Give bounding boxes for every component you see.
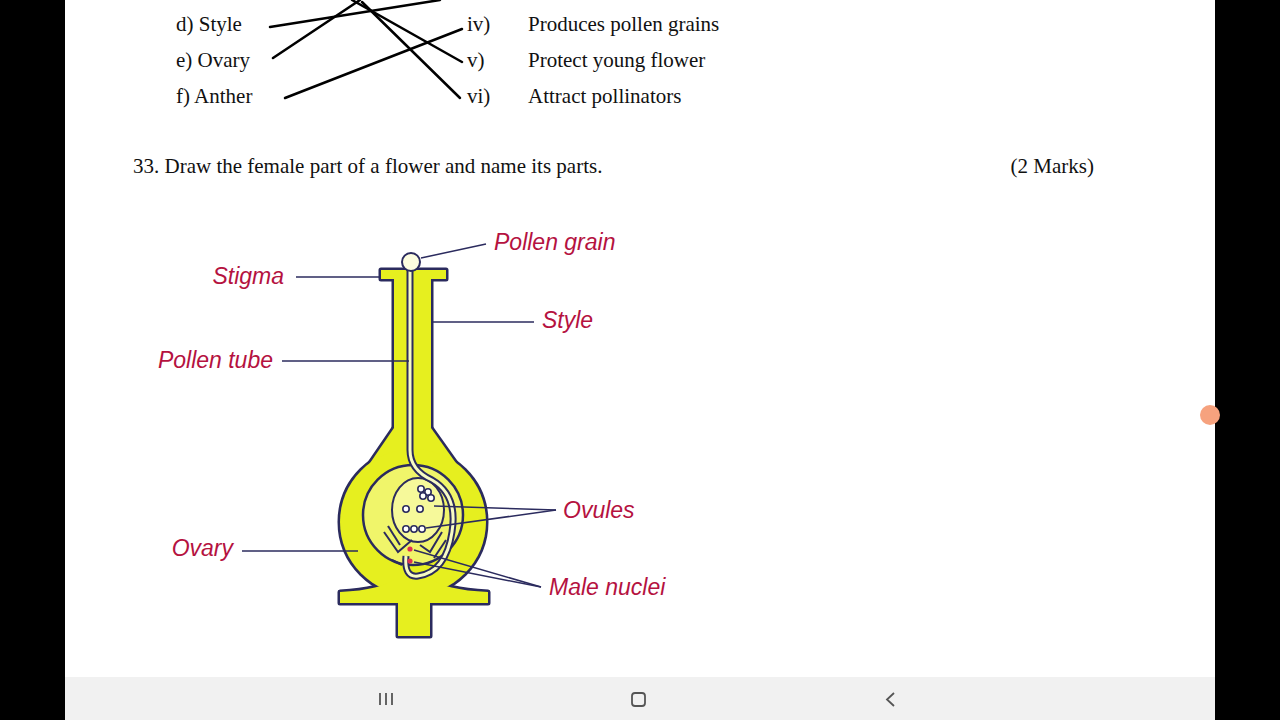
scroll-marker: [1200, 405, 1220, 425]
ovule-body: [392, 478, 444, 542]
leader-lines: [242, 244, 556, 587]
match-item: f) Anther: [176, 84, 252, 108]
match-item: d) Style: [176, 12, 242, 36]
male-nuclei: [407, 546, 412, 563]
match-item: e) Ovary: [176, 48, 250, 72]
pollen-grain: [402, 253, 420, 271]
matching-lines: [270, 0, 462, 98]
part-label: Stigma: [212, 263, 284, 289]
question-text: 33. Draw the female part of a flower and…: [133, 154, 602, 178]
paper: [65, 0, 1215, 720]
ovules: [403, 486, 434, 532]
pollen-tube: [406, 266, 453, 576]
nav-icons: [380, 693, 894, 706]
pollen-tube-core: [406, 266, 453, 576]
part-label: Male nuclei: [549, 574, 665, 600]
funicle: [384, 526, 448, 565]
pistil-fill: [340, 270, 488, 636]
match-answer: Produces pollen grains: [528, 12, 719, 36]
part-label: Style: [542, 307, 593, 333]
item-number: vi): [467, 84, 490, 108]
part-label: Ovules: [563, 497, 635, 523]
match-answer: Attract pollinators: [528, 84, 681, 108]
marks-note: (2 Marks): [1011, 154, 1094, 178]
pistil-outline: [340, 270, 488, 636]
nav-bar: [65, 677, 1215, 720]
match-answer: Protect young flower: [528, 48, 705, 72]
item-number: v): [467, 48, 485, 72]
part-label: Ovary: [172, 535, 233, 561]
part-label: Pollen grain: [494, 229, 615, 255]
part-label: Pollen tube: [158, 347, 273, 373]
item-number: iv): [467, 12, 490, 36]
